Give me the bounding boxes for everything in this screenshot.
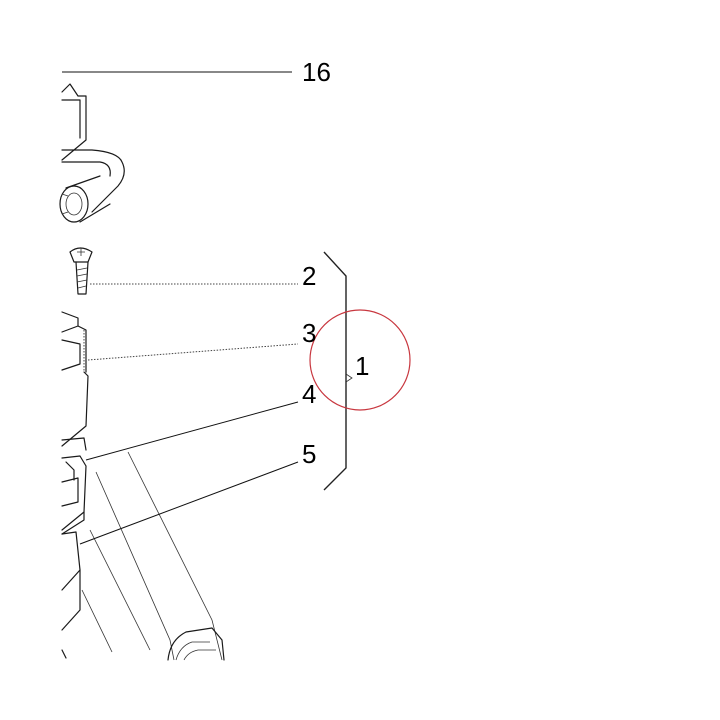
callout-2: 2 <box>302 261 316 291</box>
leader-line-3 <box>87 343 299 361</box>
screw-part-2 <box>69 247 93 295</box>
group-bracket <box>323 251 347 491</box>
callout-5: 5 <box>302 439 316 469</box>
lower-housing-drawing <box>61 311 225 661</box>
callout-1: 1 <box>355 351 369 381</box>
bracket-pointer <box>345 373 353 383</box>
callout-4: 4 <box>302 379 316 409</box>
upper-assembly-drawing <box>59 83 125 223</box>
highlight-circle <box>309 309 411 411</box>
callout-3: 3 <box>302 318 316 348</box>
callout-16: 16 <box>302 57 331 87</box>
leader-line-4 <box>85 401 299 461</box>
leader-line-5 <box>79 461 299 545</box>
